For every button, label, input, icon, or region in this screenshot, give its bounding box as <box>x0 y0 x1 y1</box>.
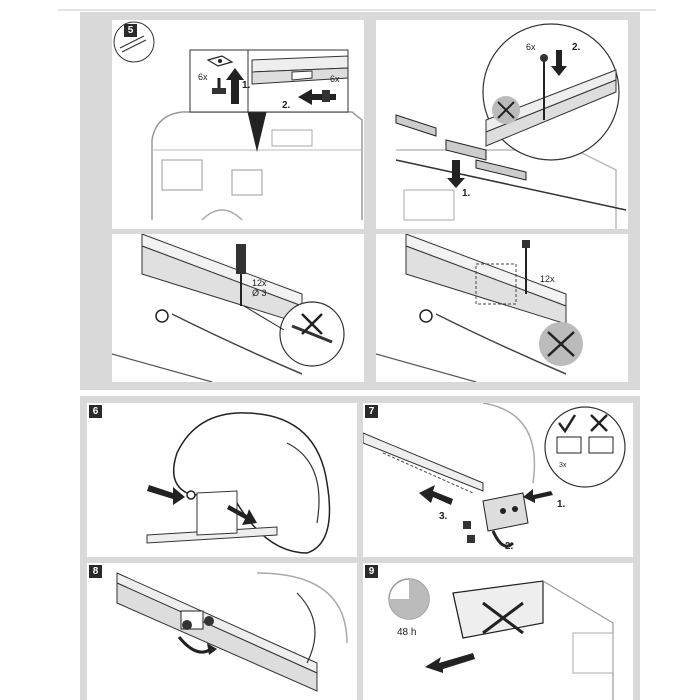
step-7-view: 1. 2. 3. 3x 7 <box>363 403 633 557</box>
step-5-panel: 6x 1. 6x 2. 5 1. <box>80 12 640 390</box>
qty-label: 12x <box>252 278 267 288</box>
step-number-badge: 7 <box>365 405 378 418</box>
tighten-bolt-illustration <box>116 572 348 692</box>
qty-label: 12x <box>540 274 555 284</box>
step-2-label: 2. <box>572 42 581 53</box>
qty-label: 6x <box>526 42 536 52</box>
step-2-label: 2. <box>282 100 291 111</box>
step-1-label: 1. <box>462 188 471 199</box>
drying-time-label: 48 h <box>397 627 416 638</box>
step-5-view-c: 12x Ø 3 <box>112 234 364 382</box>
qty-bolt-label: 6x <box>330 74 340 84</box>
roof-rail-mounting-illustration: 6x 1. 6x 2. <box>113 21 363 221</box>
step-number-badge: 6 <box>89 405 102 418</box>
step-2-label: 2. <box>505 541 514 552</box>
end-cap-insertion-illustration <box>146 412 331 554</box>
step-6-view: 6 <box>87 403 357 557</box>
screw-fixing-illustration: 12x <box>376 234 583 382</box>
qty-plate-label: 6x <box>198 72 208 82</box>
drilling-illustration: 12x Ø 3 <box>112 234 345 382</box>
torque-label: 3x <box>559 462 567 469</box>
step-5-view-b: 1. 6x 2. <box>376 20 628 229</box>
step-8-view: 8 <box>87 563 357 700</box>
step-1-label: 1. <box>242 80 251 91</box>
step-number-badge: 8 <box>89 565 102 578</box>
step-5-view-d: 12x <box>376 234 628 382</box>
step-1-label: 1. <box>557 499 566 510</box>
step-number-badge: 5 <box>124 24 137 37</box>
rail-slide-illustration: 1. 6x 2. <box>395 23 627 229</box>
diameter-label: Ø 3 <box>252 288 267 298</box>
do-not-extend-illustration: 48 h <box>388 578 614 700</box>
step-9-view: 48 h 9 <box>363 563 633 700</box>
steps-6-9-panel: 6 1. 2. 3. 3x 7 <box>80 396 640 700</box>
step-number-badge: 9 <box>365 565 378 578</box>
step-3-label: 3. <box>439 511 448 522</box>
page-top-rule <box>58 9 656 11</box>
bracket-bolt-illustration: 1. 2. 3. 3x <box>363 403 626 552</box>
step-5-view-a: 6x 1. 6x 2. 5 <box>112 20 364 229</box>
